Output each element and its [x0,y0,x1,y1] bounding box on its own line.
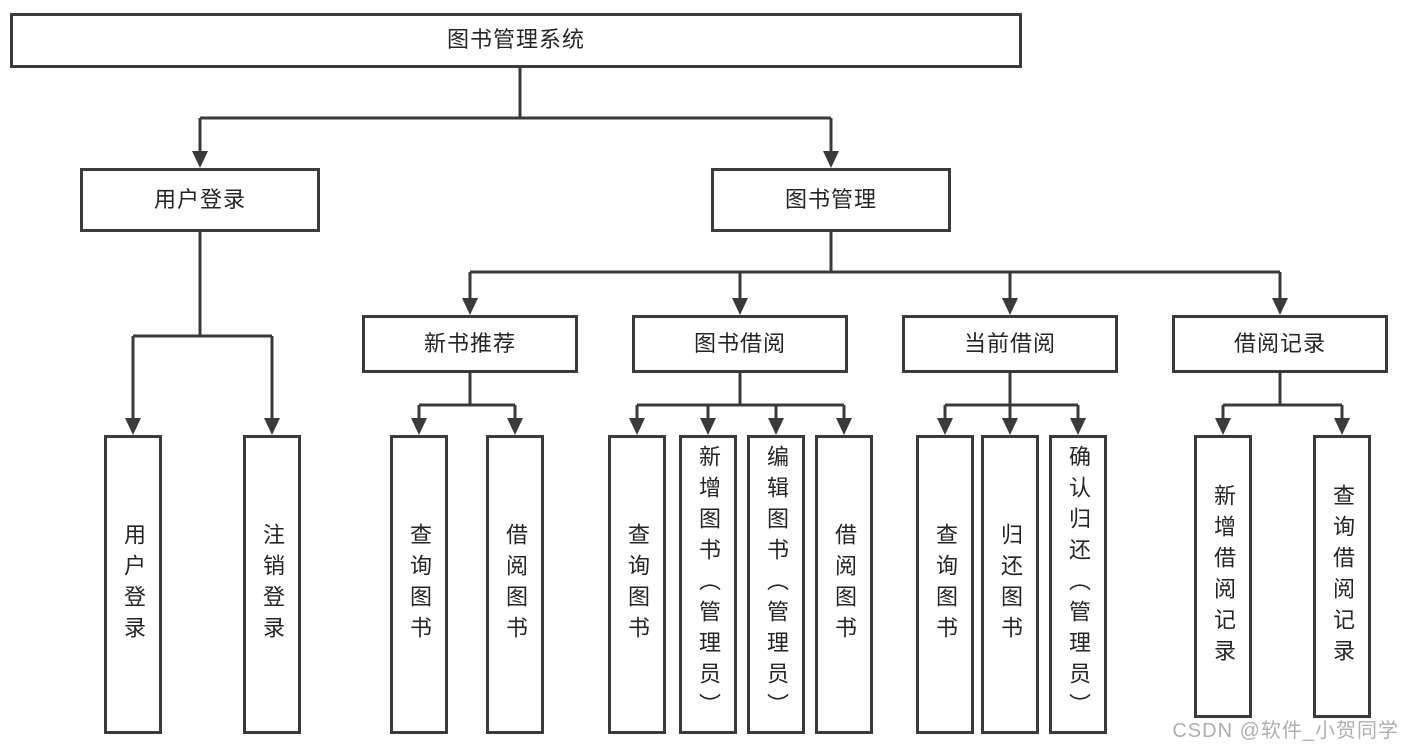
arrow-down-icon [462,298,478,315]
leaf-return-books: 归还图书 [981,435,1039,734]
arrow-down-icon [836,418,852,435]
arrow-down-icon [507,418,523,435]
arrow-down-icon [823,151,839,168]
arrow-down-icon [1070,418,1086,435]
connector-paths [131,68,1344,425]
leaf-borrow-books: 借阅图书 [815,435,873,734]
node-user-login: 用户登录 [80,168,320,232]
arrow-down-icon [1272,298,1288,315]
leaf-add-borrow-record: 新增借阅记录 [1194,435,1252,718]
arrow-down-icon [1215,418,1231,435]
arrow-down-icon [768,418,784,435]
arrow-down-icon [700,418,716,435]
arrow-down-icon [629,418,645,435]
leaf-query-books-current: 查询图书 [916,435,974,734]
arrowhead-icons [125,151,1350,435]
node-new-book-recommend: 新书推荐 [362,315,578,373]
leaf-query-books-recommend: 查询图书 [390,435,448,734]
arrow-down-icon [1002,418,1018,435]
leaf-edit-book-admin: 编辑图书（管理员） [747,435,805,734]
arrow-down-icon [411,418,427,435]
csdn-watermark: CSDN @软件_小贺同学 [1172,720,1399,742]
arrow-down-icon [1334,418,1350,435]
arrow-down-icon [1002,298,1018,315]
node-root: 图书管理系统 [10,13,1022,68]
leaf-logout: 注销登录 [243,435,301,734]
leaf-add-book-admin: 新增图书（管理员） [679,435,737,734]
leaf-query-books-borrow: 查询图书 [608,435,666,734]
arrow-down-icon [264,418,280,435]
leaf-confirm-return-admin: 确认归还（管理员） [1049,435,1107,734]
leaf-query-borrow-record: 查询借阅记录 [1313,435,1371,718]
node-current-borrow: 当前借阅 [902,315,1118,373]
node-book-borrow: 图书借阅 [632,315,848,373]
arrow-down-icon [192,151,208,168]
leaf-borrow-books-recommend: 借阅图书 [486,435,544,734]
arrow-down-icon [937,418,953,435]
arrow-down-icon [732,298,748,315]
arrow-down-icon [125,418,141,435]
leaf-user-login: 用户登录 [104,435,162,734]
node-borrow-records: 借阅记录 [1172,315,1388,373]
node-book-management: 图书管理 [711,168,951,232]
